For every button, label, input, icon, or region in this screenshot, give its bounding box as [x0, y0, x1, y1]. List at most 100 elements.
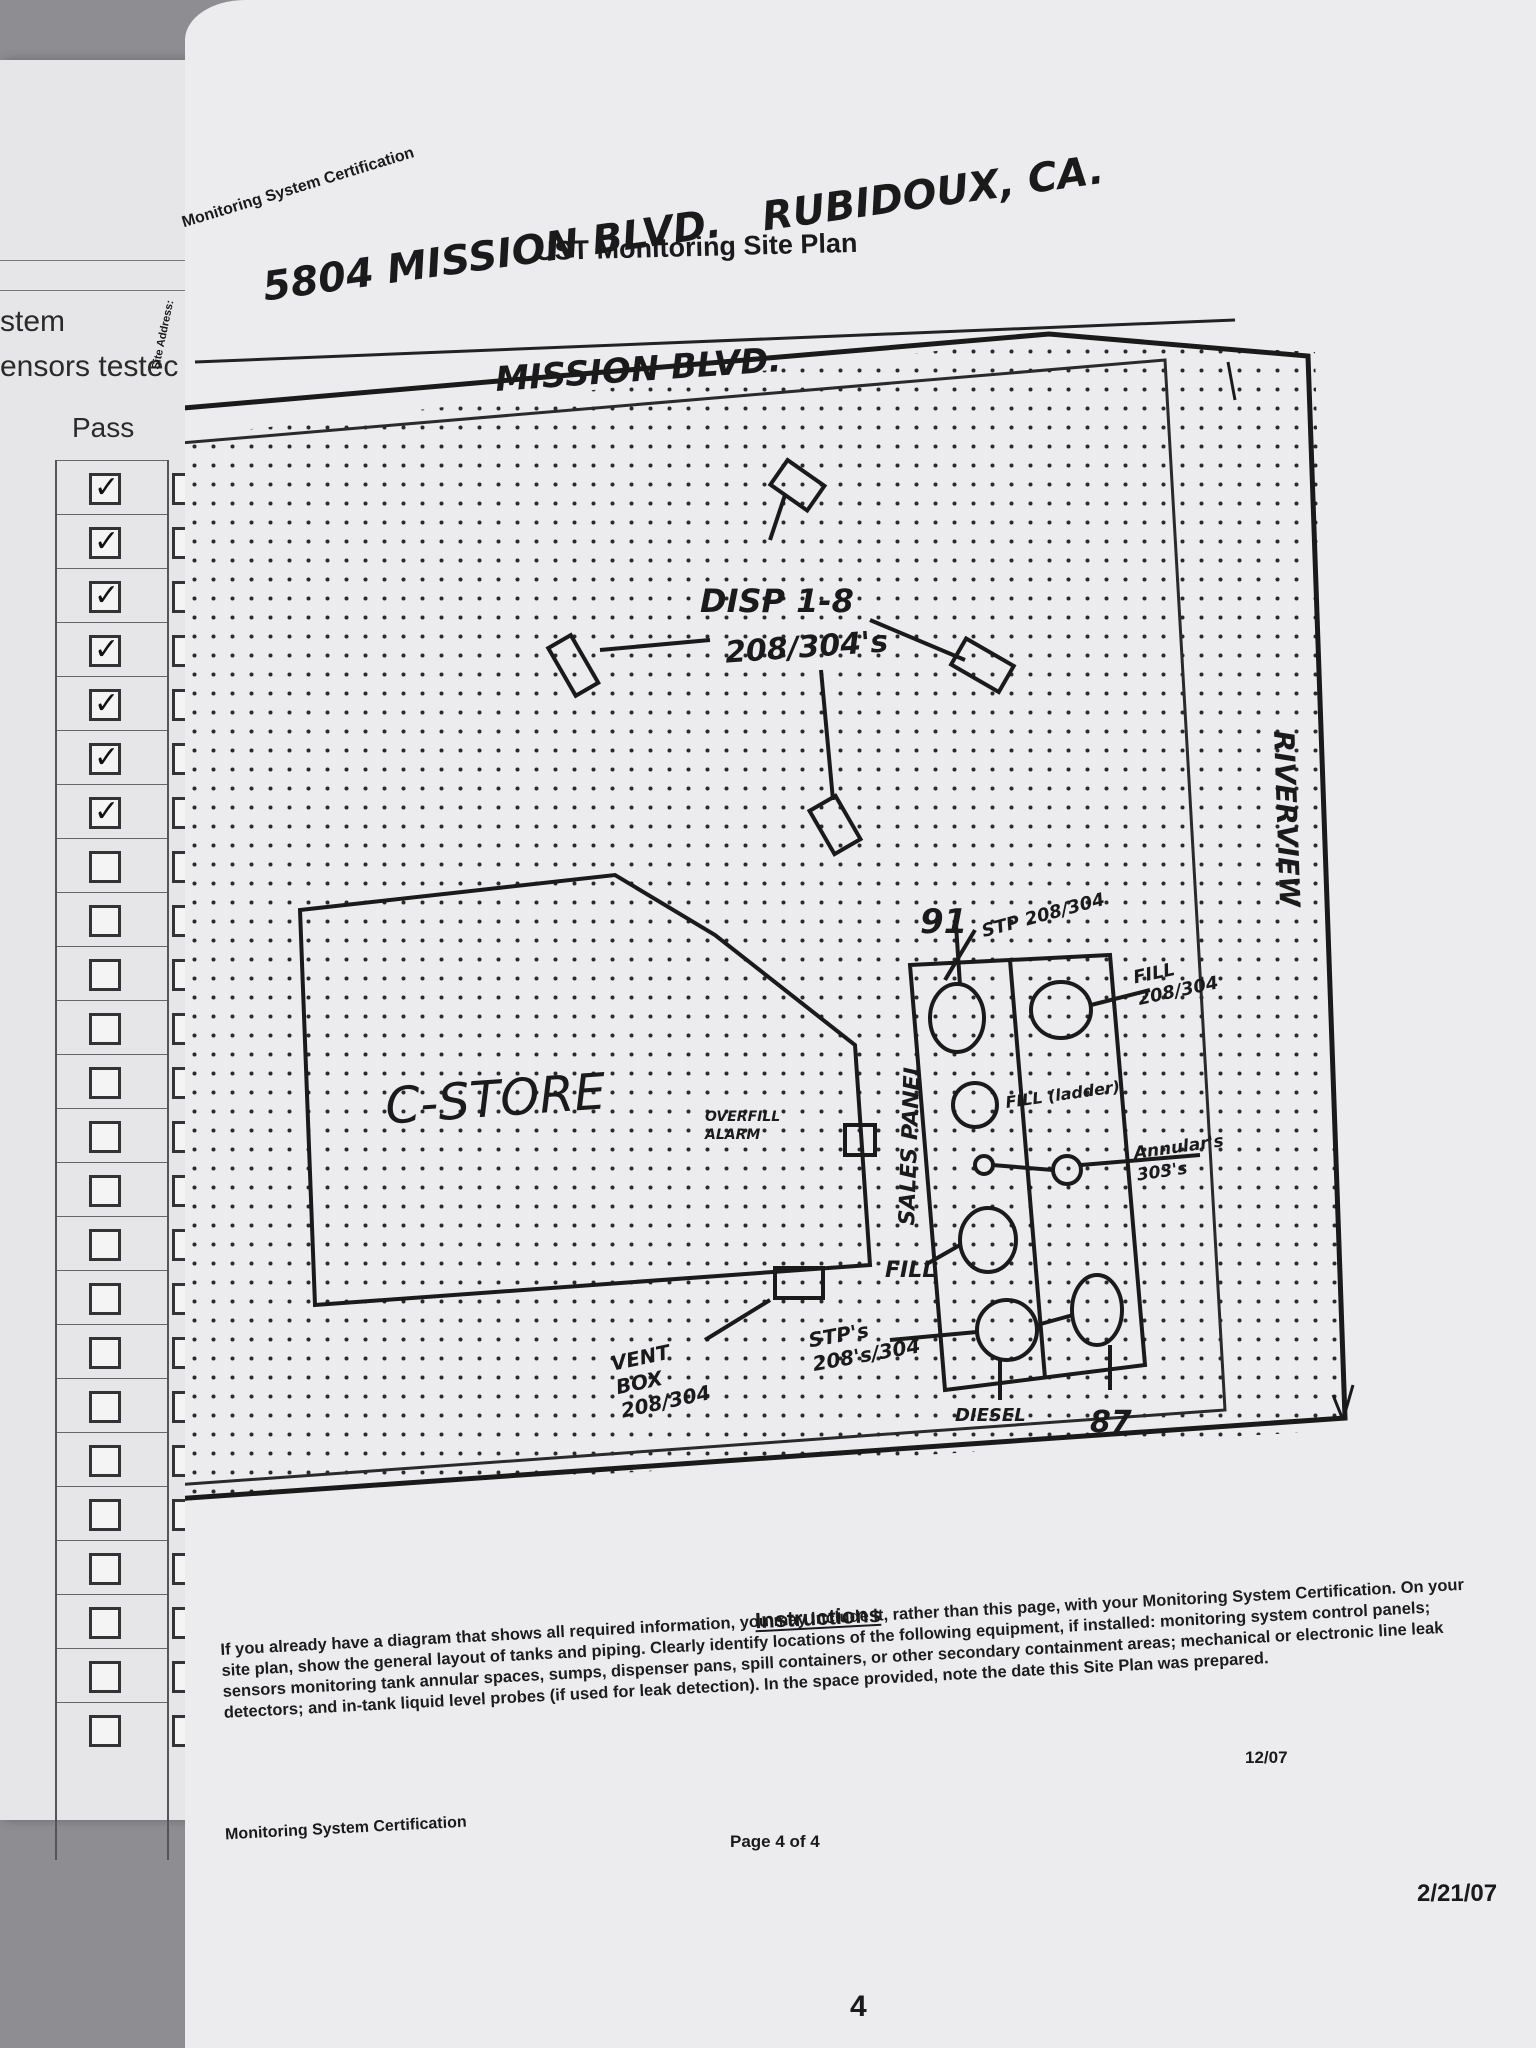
pass-checkbox[interactable]: [89, 1499, 121, 1531]
partial-label: ensors testec: [0, 350, 179, 383]
pass-row: [57, 1324, 193, 1379]
pass-row: [57, 1702, 193, 1757]
pass-checkbox[interactable]: [89, 632, 121, 667]
pass-checkbox[interactable]: [89, 1229, 121, 1261]
overfill-and-vent: [703, 1123, 877, 1342]
tank-87-fitting: [1070, 1273, 1124, 1347]
dispenser-icons: [545, 457, 1017, 857]
revision-date: 12/07: [1245, 1748, 1288, 1767]
arrow: [1341, 1384, 1355, 1421]
pass-checkbox[interactable]: [89, 1121, 121, 1153]
dispenser-right: [948, 635, 1017, 695]
label-dispensers: DISP 1-8: [700, 582, 854, 620]
tank-pad: [889, 924, 1201, 1400]
site-plan-page: Monitoring System Certification UST Moni…: [150, 0, 1536, 2048]
pass-row: [57, 946, 193, 1001]
label-tank-87: 87: [1090, 1405, 1132, 1440]
stp-leader: [889, 1330, 978, 1342]
pass-checkbox[interactable]: [89, 686, 121, 721]
pass-row: [57, 1432, 193, 1487]
address-underline: [194, 318, 1236, 364]
pass-checkbox[interactable]: [89, 1391, 121, 1423]
tank-pad-outline: [907, 952, 1148, 1393]
site-plan-sketch: [185, 318, 1355, 1501]
fill-cap-mid: [951, 1081, 999, 1129]
dot-grid: [185, 338, 1343, 1499]
arrow-right: [869, 618, 966, 662]
pass-checkbox[interactable]: [89, 1445, 121, 1477]
dispenser-left: [545, 632, 601, 699]
fill-cap-top: [1029, 980, 1093, 1040]
pass-checkbox[interactable]: [89, 524, 121, 559]
pass-row: [57, 1162, 193, 1217]
vent-leader: [703, 1298, 772, 1342]
pass-row: [57, 1108, 193, 1163]
page-number: 4: [850, 1990, 867, 2023]
dispenser-bottom: [806, 793, 864, 857]
arrow: [1226, 361, 1237, 401]
pass-checkbox[interactable]: [89, 470, 121, 505]
pass-checkbox[interactable]: [89, 851, 121, 883]
pass-row: [57, 1540, 193, 1595]
pass-checkbox[interactable]: [89, 1283, 121, 1315]
pass-checkbox[interactable]: [89, 905, 121, 937]
footer-date: 2/21/07: [1417, 1880, 1498, 1907]
overfill-alarm-box: [843, 1123, 877, 1157]
label-fill-bottom: FILL: [885, 1258, 937, 1283]
annular-leader: [991, 1163, 1054, 1172]
vent-box: [773, 1266, 825, 1300]
pass-row: [57, 622, 193, 677]
pass-row: [57, 838, 193, 893]
street-arrows: [1226, 361, 1355, 1421]
tank-91-fitting: [928, 982, 986, 1054]
pass-row: [57, 676, 193, 731]
pass-row: [57, 784, 193, 839]
annular-leader: [1080, 1153, 1201, 1167]
pass-row: [57, 1486, 193, 1541]
pass-checkbox[interactable]: [89, 794, 121, 829]
pass-column-header: Pass: [72, 412, 135, 443]
label-diesel: DIESEL: [955, 1405, 1026, 1426]
arrow-left: [599, 638, 711, 652]
arrow: [1331, 1394, 1345, 1421]
dispenser-top: [767, 457, 828, 514]
fill-cap-bottom: [958, 1206, 1018, 1274]
instructions-body: If you already have a diagram that shows…: [220, 1575, 1465, 1722]
form-line: [0, 260, 190, 261]
label-street-right: RIVERVIEW: [1267, 730, 1307, 908]
stp-bottom: [975, 1298, 1039, 1362]
footer-page: Page 4 of 4: [730, 1832, 820, 1851]
dispenser-line: [768, 494, 787, 541]
pass-checkbox-column: [55, 460, 193, 1860]
hand-border: [185, 358, 1227, 1486]
pass-checkbox[interactable]: [89, 1553, 121, 1585]
pass-row: [57, 1594, 193, 1649]
pass-checkbox[interactable]: [89, 1013, 121, 1045]
pass-row: [57, 1000, 193, 1055]
pass-row: [57, 568, 193, 623]
pass-row: [57, 1216, 193, 1271]
pass-row: [57, 1648, 193, 1703]
pass-checkbox[interactable]: [89, 1067, 121, 1099]
stp-leader: [1036, 1313, 1074, 1327]
pass-row: [57, 460, 193, 515]
c-store-outline: [297, 872, 873, 1308]
fill-leader: [924, 1243, 961, 1267]
stp-leader: [943, 928, 977, 982]
dispenser-line: [819, 669, 835, 801]
pass-row: [57, 1054, 193, 1109]
label-tank-91: 91: [920, 902, 968, 942]
pass-checkbox[interactable]: [89, 578, 121, 613]
pass-checkbox[interactable]: [89, 1661, 121, 1693]
form-line: [0, 290, 190, 291]
pass-checkbox[interactable]: [89, 1175, 121, 1207]
pass-checkbox[interactable]: [89, 959, 121, 991]
pass-row: [57, 514, 193, 569]
pass-checkbox[interactable]: [89, 1715, 121, 1747]
pass-checkbox[interactable]: [89, 740, 121, 775]
fill-leader: [1090, 988, 1151, 1007]
pass-checkbox[interactable]: [89, 1607, 121, 1639]
label-overfill-alarm: OVERFILL ALARM: [705, 1109, 781, 1143]
pass-checkbox[interactable]: [89, 1337, 121, 1369]
pass-row: [57, 1270, 193, 1325]
